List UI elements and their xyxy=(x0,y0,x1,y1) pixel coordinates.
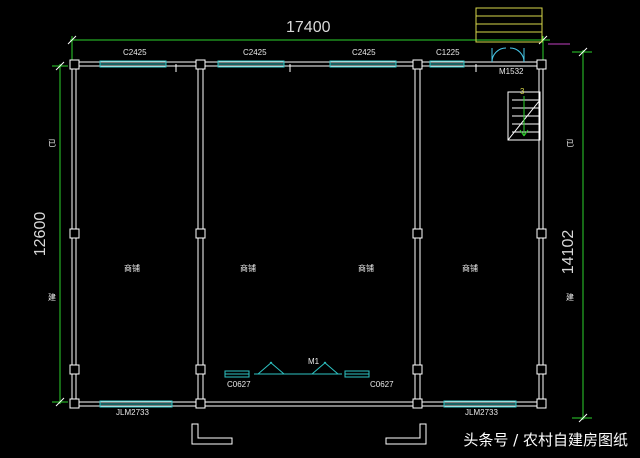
room-label: 商铺 xyxy=(462,264,478,273)
stair-arrow xyxy=(519,96,529,137)
window-label: C1225 xyxy=(436,48,460,57)
dimension-right-depth: 14102 xyxy=(560,229,577,275)
columns xyxy=(69,59,547,409)
dimension-ticks xyxy=(55,35,588,423)
room-label: 商铺 xyxy=(358,264,374,273)
door-label-rear: M1532 xyxy=(499,67,524,76)
door-label-roller: JLM2733 xyxy=(116,408,149,417)
room-label: 商铺 xyxy=(240,264,256,273)
rear-door xyxy=(491,47,525,63)
dimension-total-width: 17400 xyxy=(286,19,331,36)
interior-stair xyxy=(507,91,541,141)
side-label: 建 xyxy=(566,293,574,302)
exterior-steps xyxy=(475,7,543,43)
window-label: C0627 xyxy=(227,380,251,389)
corner-brackets xyxy=(191,423,427,445)
room-label: 商铺 xyxy=(124,264,140,273)
window-label: C2425 xyxy=(123,48,147,57)
window-label: C2425 xyxy=(243,48,267,57)
stair-mark: 3 xyxy=(520,87,525,96)
window-label: C0627 xyxy=(370,380,394,389)
windows xyxy=(99,60,517,408)
dimension-lines xyxy=(52,36,592,420)
watermark: 头条号 / 农村自建房图纸 xyxy=(463,431,628,449)
interior-walls xyxy=(175,64,477,402)
door-label-roller: JLM2733 xyxy=(465,408,498,417)
door-label-main: M1 xyxy=(308,357,320,366)
main-door xyxy=(254,361,342,375)
window-label: C2425 xyxy=(352,48,376,57)
side-label: 已 xyxy=(48,139,56,148)
dimension-left-depth: 12600 xyxy=(32,211,49,257)
side-label: 已 xyxy=(566,139,574,148)
outer-walls xyxy=(71,61,544,407)
side-label: 建 xyxy=(48,293,56,302)
